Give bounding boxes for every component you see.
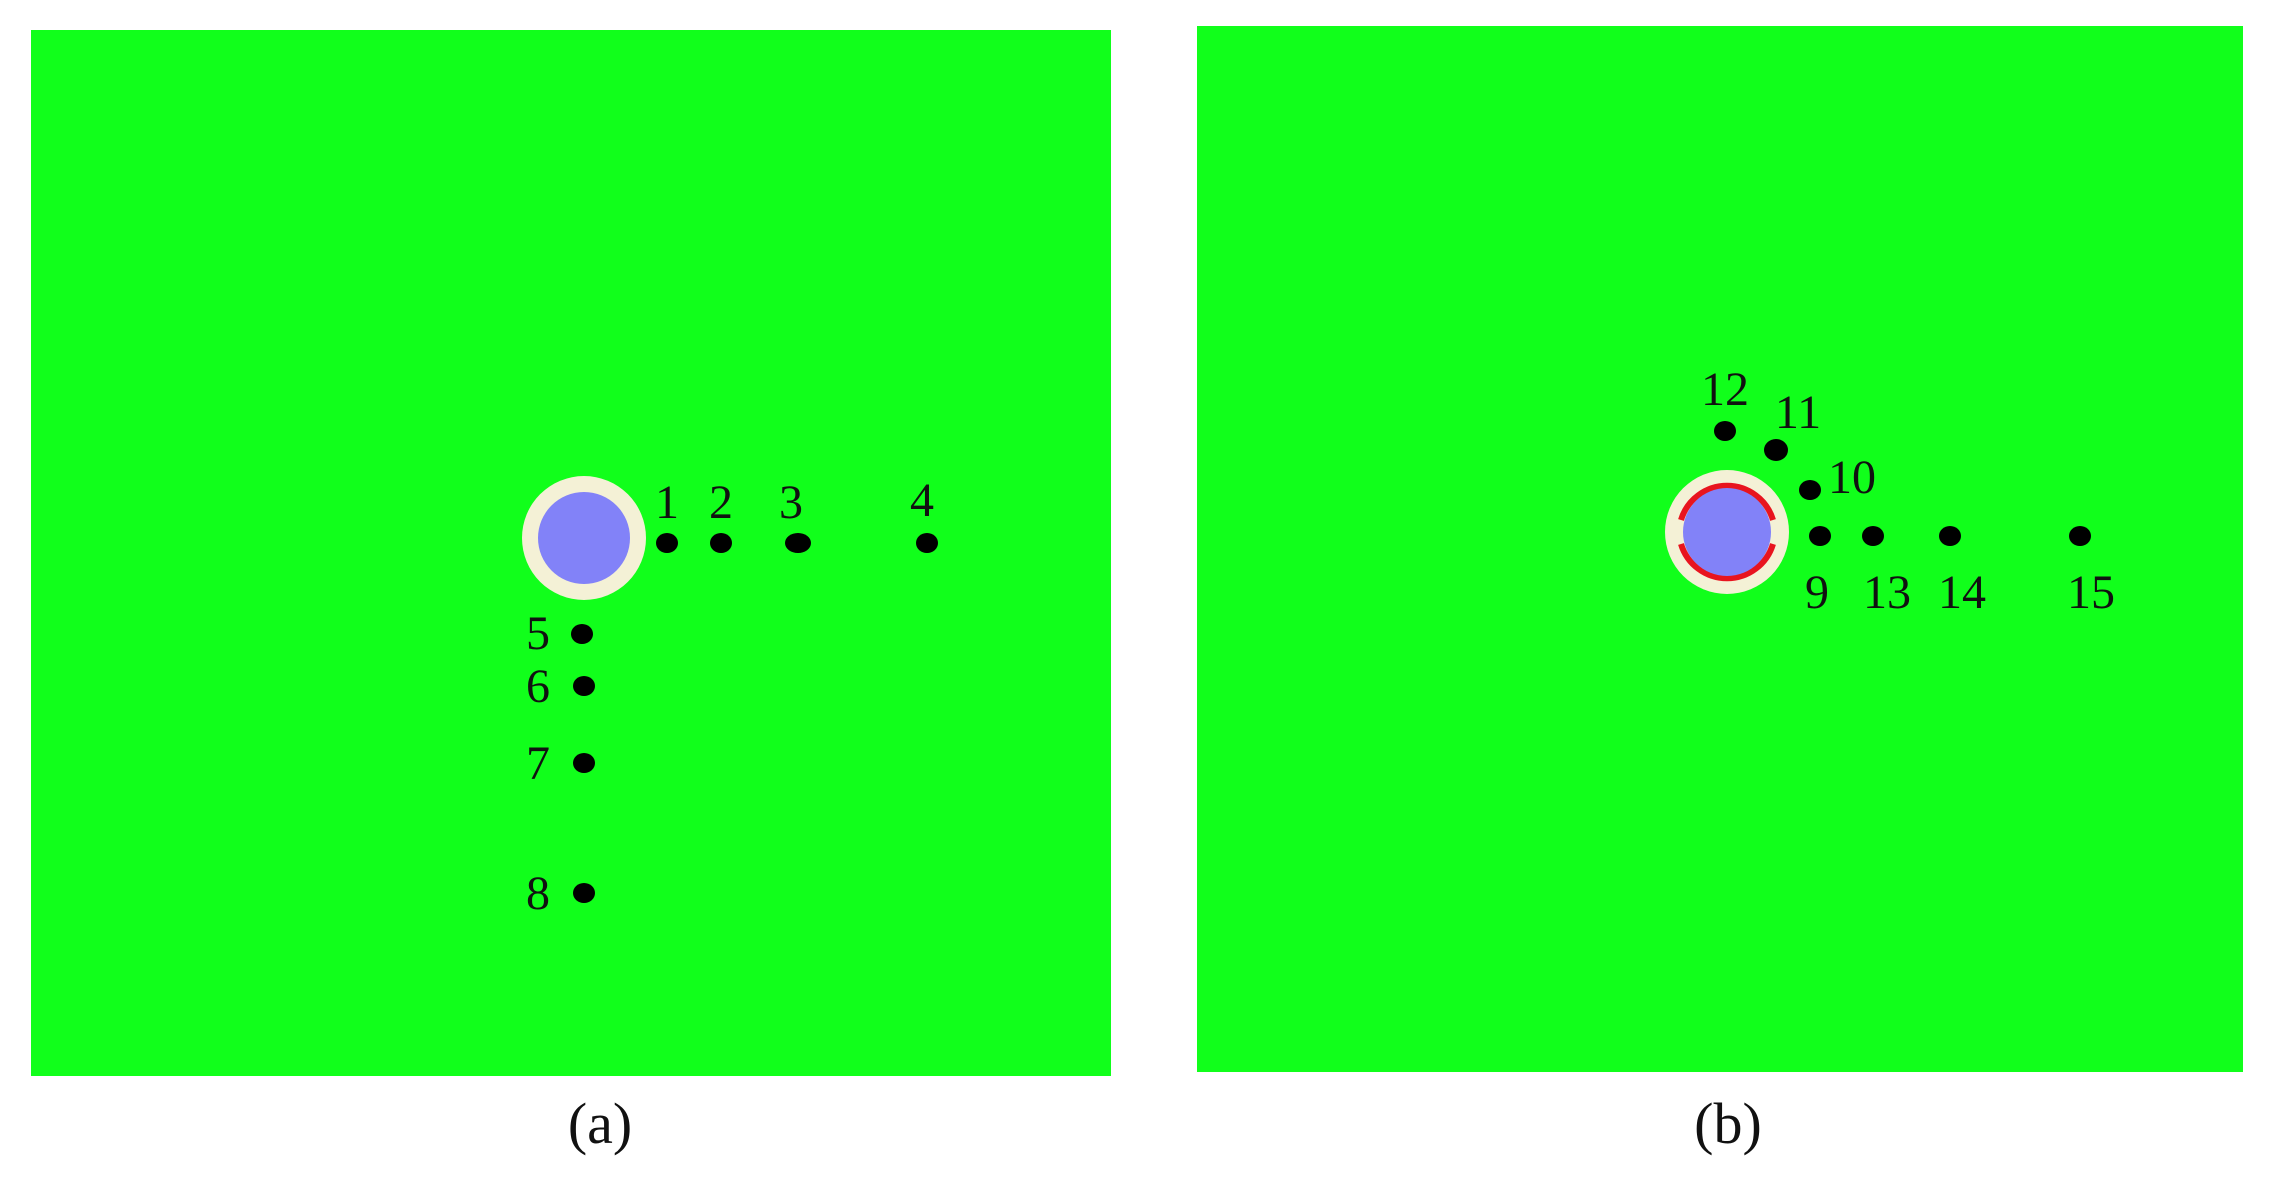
point-7-label: 7 [526,737,550,790]
point-8-label: 8 [526,867,550,920]
panel-b: 9 10 11 12 13 14 15 (b) [1197,26,2243,1156]
panel-b-interface-arc-lower [1678,543,1776,582]
point-2-marker [710,533,732,553]
point-4-label: 4 [910,474,934,527]
point-15-marker [2069,526,2091,546]
panel-a-caption: (a) [568,1091,632,1156]
point-9-marker [1809,526,1831,546]
point-9-label: 9 [1805,566,1829,619]
point-12-marker [1714,421,1736,441]
point-3-label: 3 [779,476,803,529]
point-14-label: 14 [1938,566,1986,619]
point-10-marker [1799,480,1821,500]
point-11-label: 11 [1775,386,1821,439]
panel-b-interface-arc-upper [1678,482,1776,521]
point-15-label: 15 [2067,566,2115,619]
point-1-marker [656,533,678,553]
point-5-marker [571,624,593,644]
point-11-marker [1764,439,1788,461]
point-13-marker [1862,526,1884,546]
panel-a: 1 2 3 4 5 6 7 8 (a) [31,30,1111,1156]
point-8-marker [573,883,595,903]
panel-b-caption: (b) [1694,1091,1762,1156]
point-12-label: 12 [1701,363,1749,416]
panel-a-inclusion [538,492,630,584]
point-1-label: 1 [655,476,679,529]
point-6-label: 6 [526,660,550,713]
point-3-marker [785,533,811,553]
point-13-label: 13 [1863,566,1911,619]
point-10-label: 10 [1828,451,1876,504]
point-2-label: 2 [709,476,733,529]
point-14-marker [1939,526,1961,546]
point-6-marker [573,676,595,696]
point-7-marker [573,753,595,773]
point-4-marker [916,533,938,553]
panel-b-inclusion [1683,488,1771,576]
point-5-label: 5 [526,607,550,660]
